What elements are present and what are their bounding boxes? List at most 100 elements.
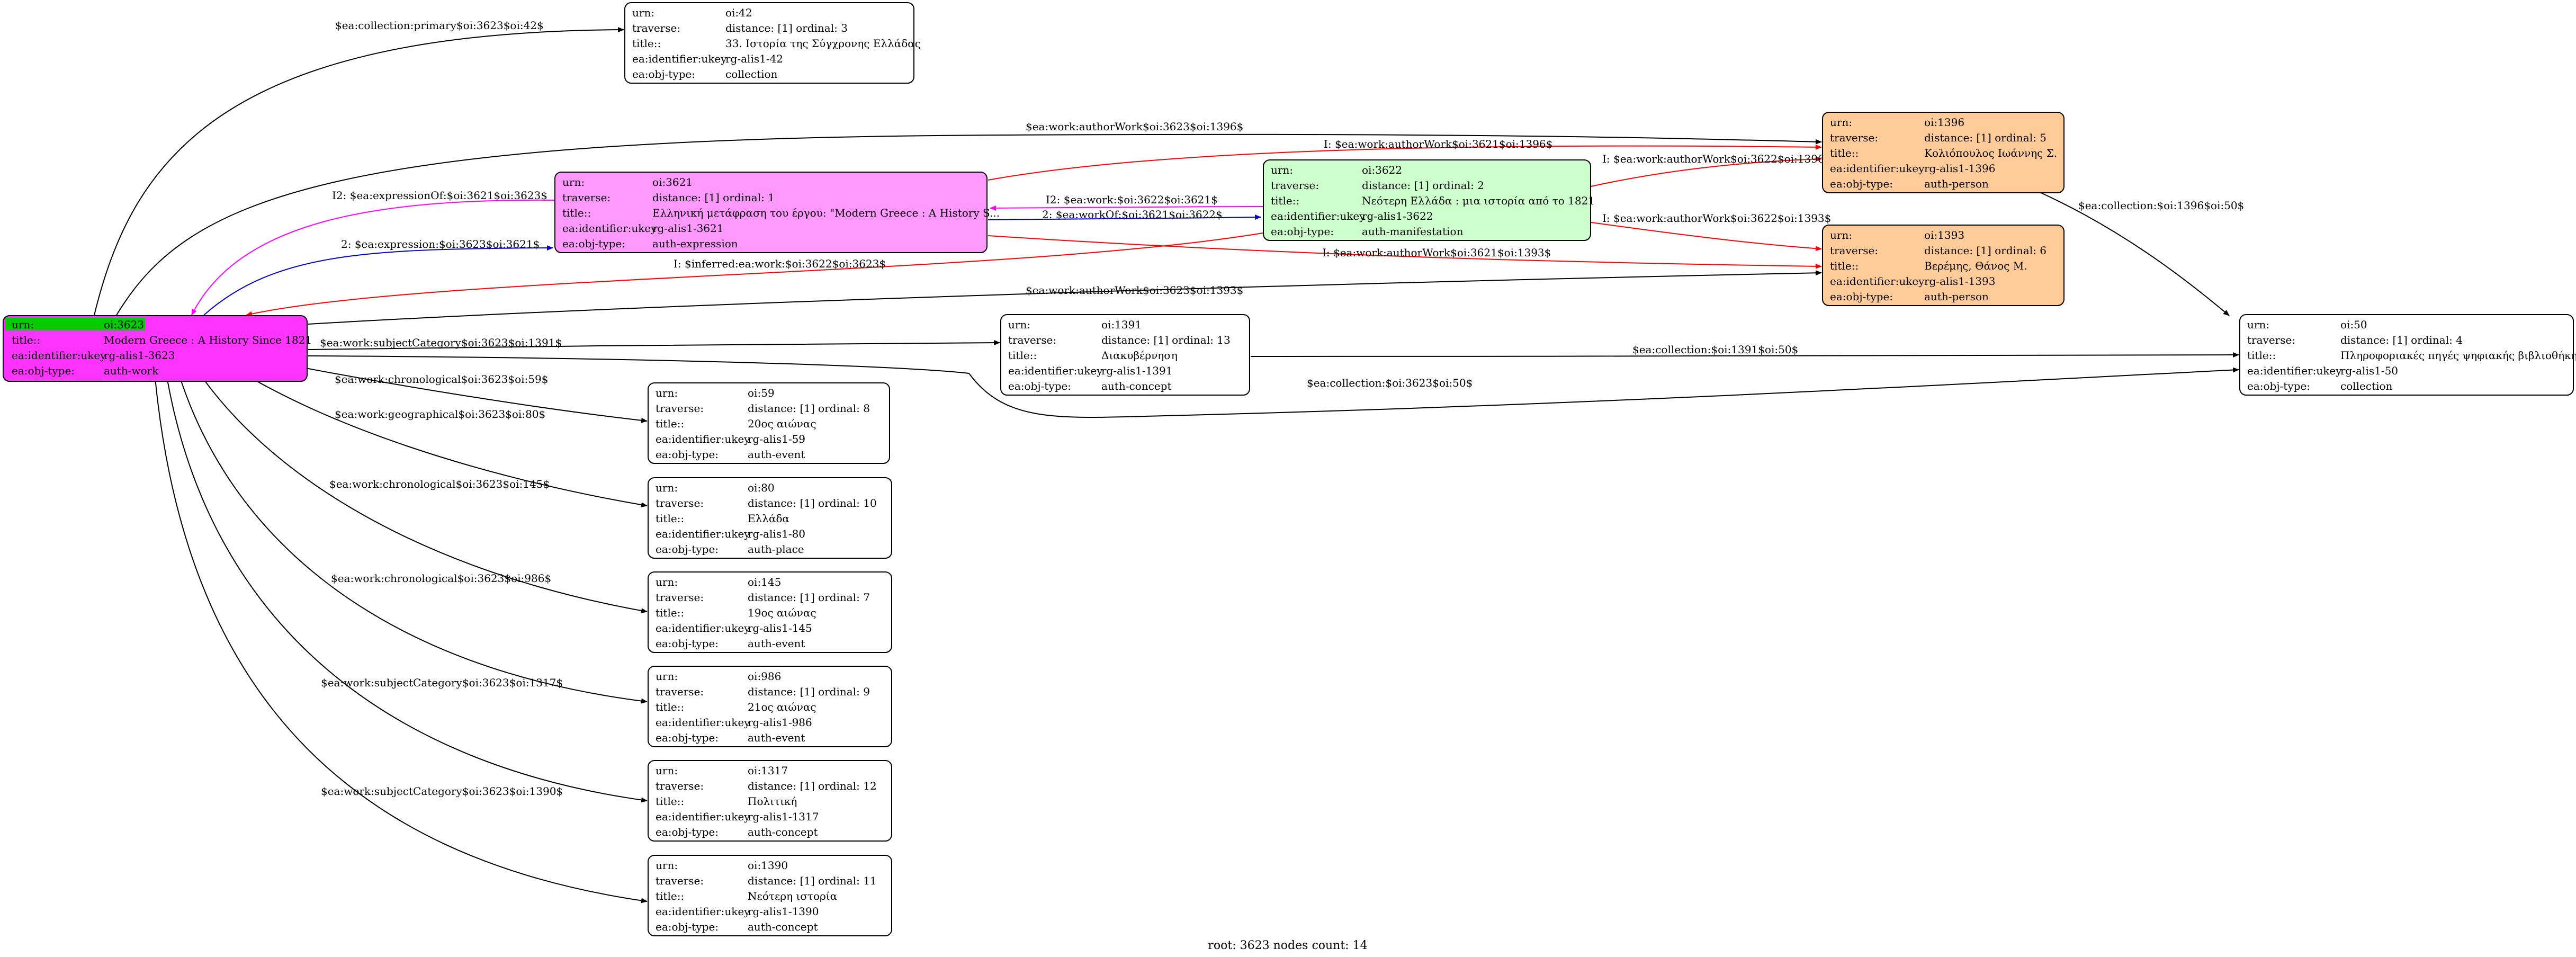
node-59[interactable]: urn: oi:59 traverse: distance: [1] ordin…	[648, 382, 890, 464]
node-42[interactable]: urn: oi:42 traverse: distance: [1] ordin…	[624, 2, 921, 84]
node-value: rg-alis1-1393	[1924, 275, 1995, 288]
node-value: Νεότερη Ελλάδα : μια ιστορία από το 1821	[1362, 194, 1595, 207]
node-root-3623[interactable]: urn: oi:3623 title:: Modern Greece : A H…	[3, 315, 312, 382]
node-key: title::	[656, 512, 684, 525]
node-key: urn:	[12, 318, 34, 331]
node-key: traverse:	[632, 22, 680, 34]
edge-label: $ea:work:authorWork$oi:3623$oi:1393$	[1026, 284, 1243, 297]
node-key: ea:identifier:ukey	[1008, 364, 1103, 377]
node-key: urn:	[1830, 229, 1852, 242]
node-key: title::	[1271, 194, 1299, 207]
node-value: distance: [1] ordinal: 10	[748, 497, 877, 509]
node-key: ea:obj-type:	[1271, 225, 1334, 238]
edge-label: I2: $ea:expressionOf:$oi:3621$oi:3623$	[332, 189, 547, 202]
edge-3623-1393	[308, 270, 1822, 325]
edges	[94, 27, 2239, 904]
edge-3623-80	[222, 360, 648, 508]
node-value: auth-work	[104, 364, 159, 377]
node-key: urn:	[1271, 164, 1293, 176]
node-value: Πληροφοριακές πηγές ψηφιακής βιβλιοθήκης	[2340, 349, 2576, 362]
node-value: auth-event	[748, 731, 805, 744]
node-value: rg-alis1-3622	[1362, 210, 1433, 222]
edge-3622-1396	[1591, 156, 1822, 187]
edge-label: I2: $ea:work:$oi:3622$oi:3621$	[1046, 193, 1218, 206]
node-key: title::	[656, 701, 684, 713]
node-key: title::	[1830, 147, 1859, 159]
node-key: ea:identifier:ukey	[2247, 364, 2342, 377]
node-key: traverse:	[656, 780, 704, 792]
node-80[interactable]: urn: oi:80 traverse: distance: [1] ordin…	[648, 477, 892, 559]
node-1390[interactable]: urn: oi:1390 traverse: distance: [1] ord…	[648, 855, 892, 936]
node-value: oi:3621	[652, 176, 693, 189]
node-value: rg-alis1-59	[748, 433, 805, 445]
node-value: distance: [1] ordinal: 3	[725, 22, 848, 34]
node-key: title::	[656, 606, 684, 619]
node-key: ea:obj-type:	[1830, 290, 1893, 303]
node-50[interactable]: urn: oi:50 traverse: distance: [1] ordin…	[2239, 314, 2576, 396]
node-value: Νεότερη ιστορία	[748, 890, 837, 902]
node-value: distance: [1] ordinal: 6	[1924, 244, 2047, 257]
node-value: rg-alis1-1390	[748, 905, 819, 918]
node-key: urn:	[656, 670, 678, 683]
node-key: traverse:	[656, 497, 704, 509]
node-key: traverse:	[656, 874, 704, 887]
node-key: ea:obj-type:	[656, 637, 719, 650]
edge-label: $ea:collection:$oi:1396$oi:50$	[2078, 199, 2244, 212]
edge-label: $ea:work:chronological$oi:3623$oi:986$	[331, 572, 551, 585]
node-1391[interactable]: urn: oi:1391 traverse: distance: [1] ord…	[1000, 314, 1250, 396]
node-3621[interactable]: urn: oi:3621 traverse: distance: [1] ord…	[554, 172, 1000, 253]
node-key: ea:identifier:ukey	[1830, 275, 1925, 288]
edge-3622-3621	[990, 205, 1263, 211]
node-value: auth-expression	[652, 237, 738, 250]
node-key: ea:obj-type:	[656, 826, 719, 838]
node-key: traverse:	[1830, 244, 1878, 257]
node-value: distance: [1] ordinal: 13	[1101, 334, 1231, 346]
node-key: urn:	[656, 859, 678, 872]
node-1317[interactable]: urn: oi:1317 traverse: distance: [1] ord…	[648, 760, 892, 842]
node-key: title::	[12, 334, 40, 346]
edge-3623-42	[94, 27, 624, 316]
edge-3623-1390	[153, 360, 648, 904]
node-key: urn:	[656, 387, 678, 399]
edge-3623-3621	[203, 245, 553, 316]
edge-label: $ea:work:chronological$oi:3623$oi:59$	[335, 373, 548, 386]
edge-3623-145	[190, 360, 648, 613]
node-key: traverse:	[1271, 179, 1319, 192]
edge-label: $ea:work:subjectCategory$oi:3623$oi:1391…	[320, 336, 562, 349]
node-key: ea:obj-type:	[656, 448, 719, 461]
node-1393[interactable]: urn: oi:1393 traverse: distance: [1] ord…	[1822, 225, 2065, 306]
node-value: Πολιτική	[748, 795, 797, 808]
node-value: oi:1393	[1924, 229, 1964, 242]
node-key: traverse:	[656, 685, 704, 698]
node-986[interactable]: urn: oi:986 traverse: distance: [1] ordi…	[648, 666, 892, 747]
node-value: rg-alis1-1317	[748, 810, 819, 823]
edge-label: I: $ea:work:authorWork$oi:3621$oi:1396$	[1324, 138, 1552, 150]
node-value: collection	[725, 68, 778, 81]
node-value: auth-concept	[748, 920, 818, 933]
node-value: rg-alis1-1391	[1101, 364, 1172, 377]
node-key: ea:obj-type:	[656, 731, 719, 744]
node-key: traverse:	[562, 191, 611, 204]
node-value: rg-alis1-50	[2340, 364, 2398, 377]
node-key: traverse:	[1008, 334, 1056, 346]
node-key: ea:obj-type:	[656, 920, 719, 933]
node-value: oi:1391	[1101, 318, 1142, 331]
node-value: auth-concept	[1101, 380, 1171, 392]
node-value: Βερέμης, Θάνος Μ.	[1924, 260, 2027, 272]
edge-3621-1396	[988, 144, 1822, 181]
node-145[interactable]: urn: oi:145 traverse: distance: [1] ordi…	[648, 571, 892, 653]
node-value: 19ος αιώνας	[748, 606, 816, 619]
node-key: urn:	[656, 576, 678, 588]
node-1396[interactable]: urn: oi:1396 traverse: distance: [1] ord…	[1822, 112, 2065, 193]
node-value: Διακυβέρνηση	[1101, 349, 1178, 362]
node-key: urn:	[1830, 116, 1852, 129]
node-key: traverse:	[2247, 334, 2295, 346]
node-key: urn:	[656, 764, 678, 777]
node-key: title::	[1008, 349, 1037, 362]
node-3622[interactable]: urn: oi:3622 traverse: distance: [1] ord…	[1263, 159, 1595, 241]
node-key: ea:identifier:ukey	[656, 622, 750, 634]
edge-label: $ea:work:authorWork$oi:3623$oi:1396$	[1026, 120, 1243, 133]
node-key: urn:	[656, 481, 678, 494]
node-key: urn:	[562, 176, 585, 189]
